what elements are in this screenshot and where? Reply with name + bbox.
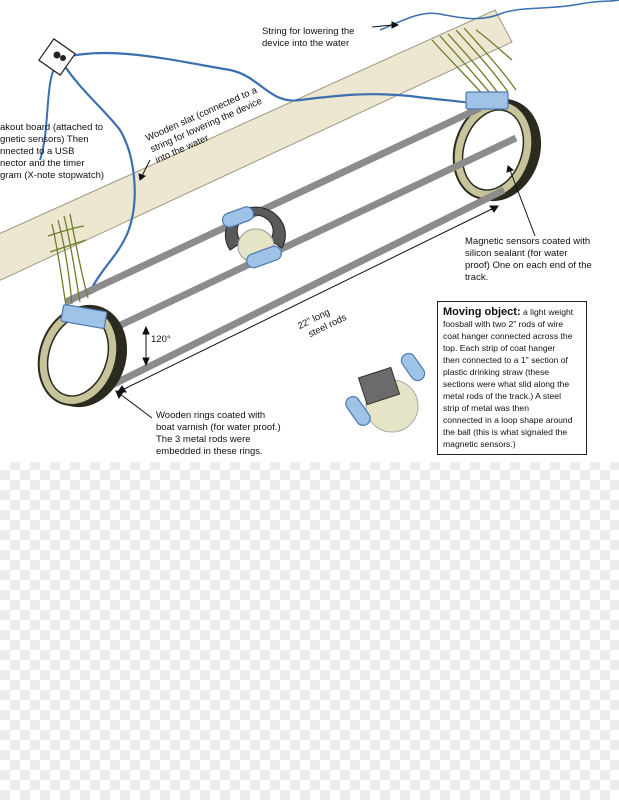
breakout-chip — [53, 51, 61, 59]
moving-object-callout: Moving object: a light weight foosball w… — [437, 301, 587, 455]
steel-rod-top — [64, 104, 482, 306]
steel-rod-bottom — [110, 186, 506, 389]
twine-left — [47, 213, 89, 307]
steel-rod-middle — [104, 134, 518, 336]
rod-angle-label: 120° — [151, 334, 171, 345]
breakout-chip — [60, 55, 66, 61]
sensor-wire — [61, 51, 479, 106]
leader-lines — [115, 21, 536, 419]
lowering-string — [379, 0, 619, 31]
diagram-panel: String for lowering the device into the … — [0, 0, 619, 457]
string-lowering-label: String for lowering the device into the … — [262, 26, 355, 49]
magnetic-sensor-right — [465, 91, 509, 110]
wooden-slat — [0, 9, 513, 281]
moving-object-on-track — [221, 206, 286, 269]
moving-object-title: Moving object: — [443, 306, 521, 318]
magnetic-sensor-left — [60, 304, 108, 329]
breakout-board-label: akout board (attached to gnetic sensors)… — [0, 122, 105, 181]
track-diagram — [0, 0, 619, 433]
wooden-rings-label: Wooden rings coated with boat varnish (f… — [156, 410, 281, 457]
sensor-wire-left — [39, 65, 57, 161]
moving-object-detail — [345, 352, 426, 433]
sensor-wire-lower — [61, 61, 136, 289]
angle-dimension — [142, 325, 150, 367]
magnetic-sensors-label: Magnetic sensors coated with silicon sea… — [465, 236, 592, 283]
